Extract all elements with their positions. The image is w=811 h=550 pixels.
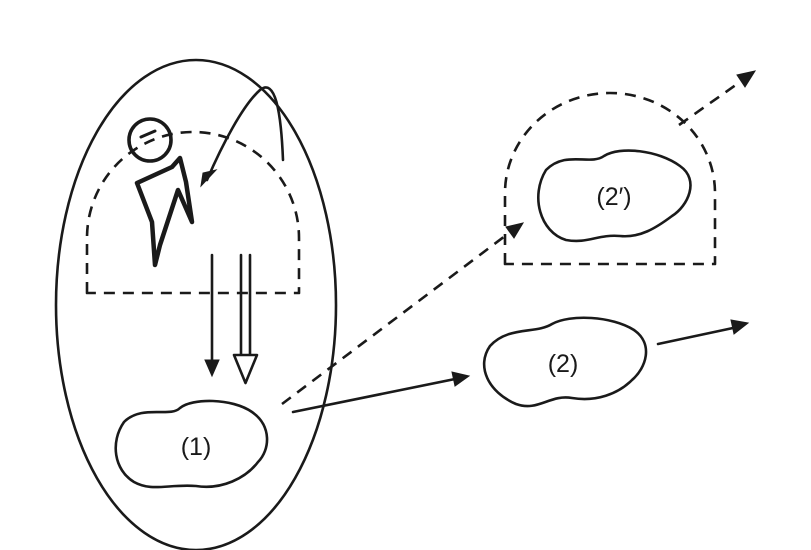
blob-2-label: (2) xyxy=(548,350,579,378)
dashed-arrow-outward-head xyxy=(736,70,757,88)
blob-1 xyxy=(114,399,269,489)
blob-2 xyxy=(482,316,648,408)
solid-arrow-to-blob-2 xyxy=(291,377,457,414)
person-body xyxy=(134,155,195,268)
curved-feedback-arrowhead xyxy=(200,169,218,188)
person-head xyxy=(127,117,173,163)
blob-2-prime xyxy=(537,149,692,243)
solid-arrow-outward xyxy=(656,326,735,346)
person-face xyxy=(139,129,157,139)
dashed-arrow-to-dome xyxy=(281,231,510,406)
dashed-arrow-outward xyxy=(678,80,741,127)
blob-1-label: (1) xyxy=(181,433,212,461)
person-figure xyxy=(127,117,195,268)
down-double-arrowhead xyxy=(232,353,259,385)
outer-ellipse xyxy=(54,58,338,550)
right-dashed-dome xyxy=(503,91,717,266)
down-solid-arrowhead xyxy=(204,359,220,378)
left-dashed-dome xyxy=(85,130,301,295)
blob-2-prime-label: (2′) xyxy=(596,183,631,211)
solid-arrow-to-blob-2-head xyxy=(451,371,471,387)
curved-feedback-arrow xyxy=(205,86,285,182)
dashed-arrow-to-dome-head xyxy=(505,222,525,239)
solid-arrow-outward-head xyxy=(730,319,750,335)
